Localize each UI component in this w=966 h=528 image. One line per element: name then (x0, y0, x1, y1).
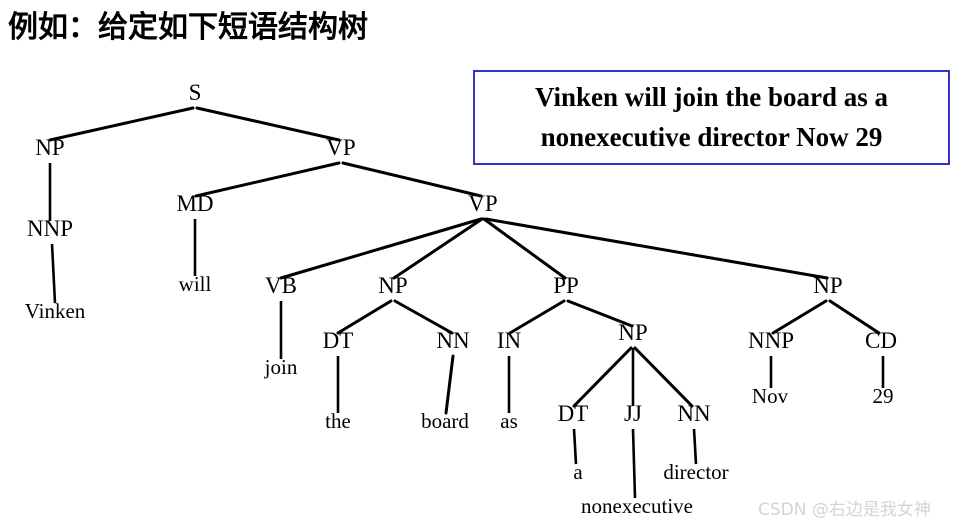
tree-node-VB: VB (265, 273, 297, 298)
tree-node-VP1: VP (326, 135, 355, 160)
tree-edges (48, 106, 885, 499)
tree-node-NP2: NP (378, 273, 407, 298)
tree-edge-NP4-NNP2 (771, 299, 828, 335)
tree-edge-VP2-NP4 (484, 217, 829, 280)
tree-node-join: join (264, 355, 298, 379)
tree-edge-VP1-MD (194, 161, 341, 198)
tree-node-DT2: DT (558, 401, 589, 426)
tree-node-NP4: NP (813, 273, 842, 298)
tree-node-NN2: NN (677, 401, 711, 426)
tree-edge-VP1-VP2 (341, 161, 483, 198)
tree-edge-NP2-NN1 (393, 299, 454, 335)
tree-node-Vinken: Vinken (25, 299, 86, 323)
tree-edge-JJ-nonexecutive (631, 428, 637, 499)
tree-edge-PP-NP3 (566, 299, 634, 328)
tree-node-NP1: NP (35, 135, 64, 160)
tree-node-29: 29 (873, 384, 894, 408)
tree-node-PP: PP (553, 273, 579, 298)
tree-node-as: as (500, 409, 518, 433)
tree-node-MD: MD (176, 191, 213, 216)
page-title: 例如：给定如下短语结构树 (8, 10, 368, 45)
tree-node-NNP2: NNP (748, 328, 794, 353)
tree-node-NNP1: NNP (27, 216, 73, 241)
tree-nodes: S NP VP NNP Vinken MD will VP VB join NP DT the NN boa… (25, 80, 897, 518)
tree-node-board: board (421, 409, 469, 433)
tree-node-director: director (663, 460, 728, 484)
tree-node-JJ: JJ (624, 401, 642, 426)
tree-edge-VP2-VB (279, 217, 483, 280)
tree-node-IN: IN (497, 328, 522, 353)
tree-edge-NN1-board (444, 354, 455, 415)
tree-node-S: S (189, 80, 202, 105)
sentence-line-1: Vinken will join the board as a (534, 82, 889, 113)
tree-edge-VP2-PP (482, 217, 567, 280)
tree-node-NP3: NP (618, 320, 647, 345)
tree-edge-NP2-DT1 (336, 299, 393, 335)
tree-node-VP2: VP (468, 191, 497, 216)
tree-node-Nov: Nov (752, 384, 789, 408)
watermark: CSDN @右边是我女神 (758, 500, 931, 520)
tree-edge-NP3-DT2 (572, 346, 633, 408)
tree-node-NN1: NN (436, 328, 470, 353)
tree-edge-DT2-a (572, 428, 578, 465)
tree-node-will: will (179, 272, 212, 296)
tree-edge-S-VP1 (195, 106, 341, 142)
tree-node-nonexecutive: nonexecutive (581, 494, 693, 518)
tree-node-the: the (325, 409, 351, 433)
tree-edge-NN2-director (692, 428, 698, 465)
tree-edge-NNP1-Vinken (50, 243, 57, 304)
sentence-box: Vinken will join the board as a nonexecu… (473, 70, 950, 165)
tree-edge-VP2-NP2 (392, 217, 484, 280)
tree-edge-PP-IN (508, 299, 566, 335)
tree-edge-NP3-NN2 (633, 346, 694, 408)
tree-edge-NP4-CD (828, 299, 881, 335)
tree-edge-S-NP1 (48, 106, 195, 142)
tree-node-CD: CD (865, 328, 897, 353)
tree-node-a: a (573, 460, 583, 484)
tree-node-DT1: DT (323, 328, 354, 353)
sentence-line-2: nonexecutive director Now 29 (540, 121, 883, 152)
